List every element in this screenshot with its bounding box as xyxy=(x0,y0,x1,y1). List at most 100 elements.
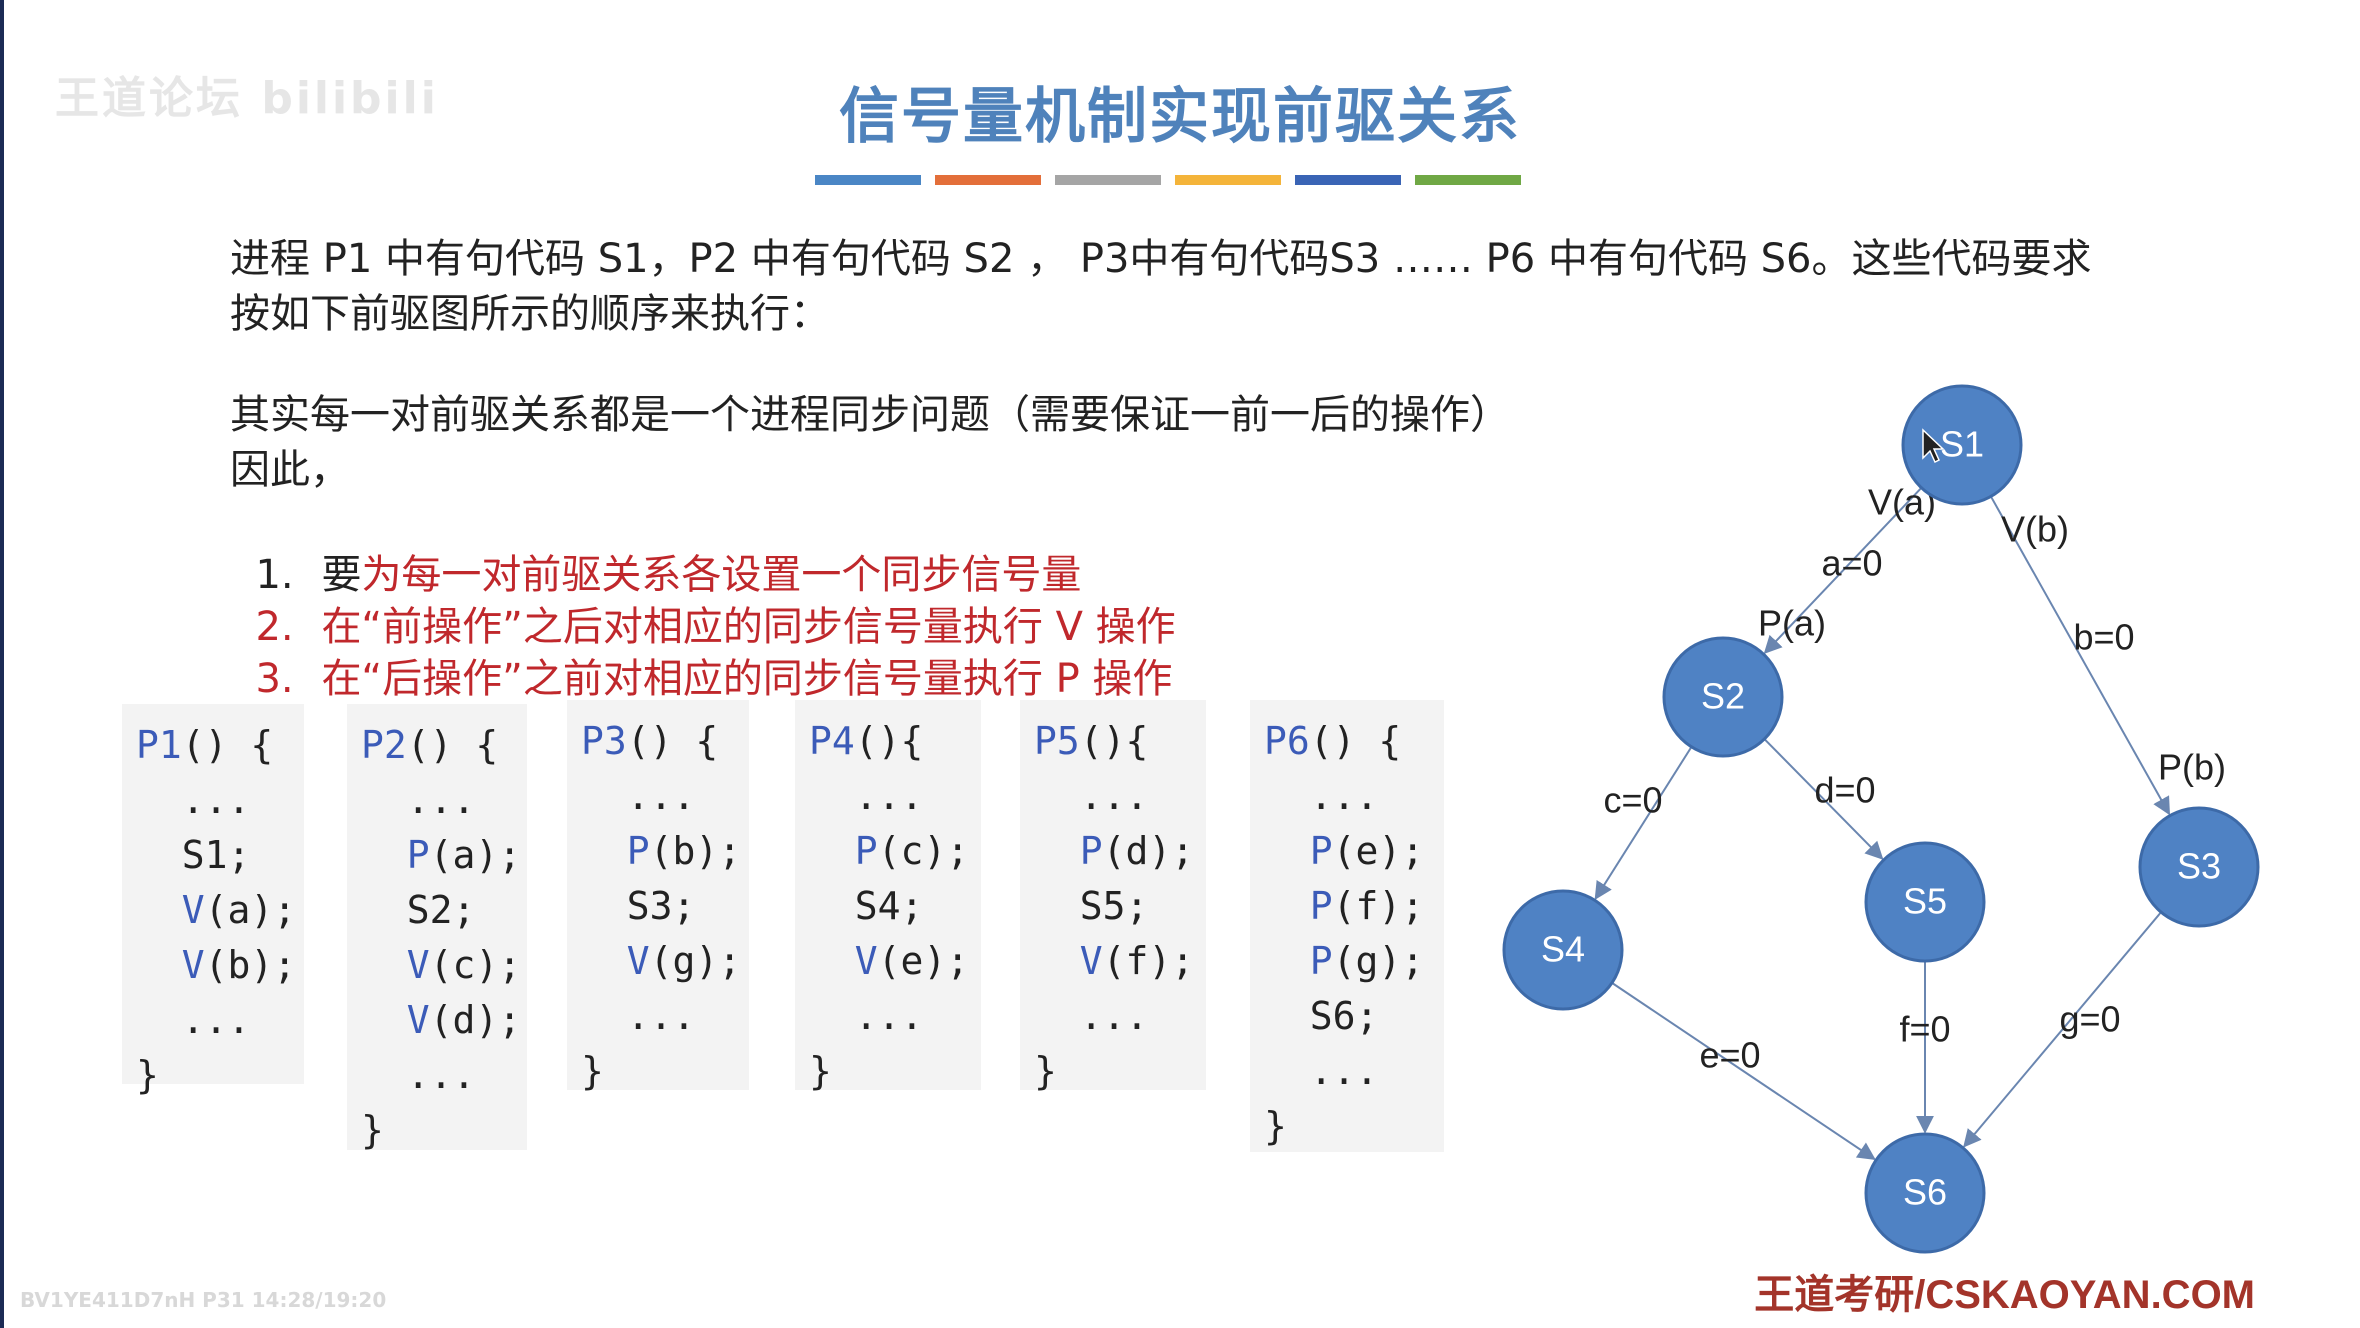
edge-label: a=0 xyxy=(1821,543,1882,584)
code-line: P(d); xyxy=(1034,824,1206,879)
code-line: S3; xyxy=(581,879,749,934)
code-line: ... xyxy=(581,989,749,1044)
rule-2-text: 在“前操作”之后对相应的同步信号量执行 V 操作 xyxy=(321,604,1176,650)
code-line: S6; xyxy=(1264,989,1444,1044)
code-block-p2: P2() { ... P(a); S2; V(c); V(d); ...} xyxy=(347,704,527,1152)
code-line: V(b); xyxy=(136,938,304,993)
code-line: P6() { xyxy=(1264,714,1444,769)
rule-3: 3. 在“后操作”之前对相应的同步信号量执行 P 操作 xyxy=(230,601,1172,705)
code-text: (g); xyxy=(649,939,742,983)
code-keyword: P xyxy=(809,829,878,873)
code-block-p4: P4(){ ... P(c); S4; V(e); ...} xyxy=(795,700,981,1093)
code-text: } xyxy=(809,1049,832,1093)
title-color-bar-4 xyxy=(1175,175,1281,185)
title-color-bar-5 xyxy=(1295,175,1401,185)
code-text: S5; xyxy=(1034,884,1149,928)
code-line: } xyxy=(581,1044,749,1099)
code-text: (b); xyxy=(204,943,297,987)
code-text: (a); xyxy=(204,888,297,932)
code-text: S4; xyxy=(809,884,924,928)
edge-s2-s5 xyxy=(1763,738,1884,860)
code-keyword: P xyxy=(1264,829,1333,873)
code-line: } xyxy=(809,1044,981,1099)
code-text: (b); xyxy=(649,829,742,873)
code-keyword: P1 xyxy=(136,723,182,767)
code-keyword: P xyxy=(361,833,430,877)
code-line: P2() { xyxy=(361,718,527,773)
code-keyword: P xyxy=(1264,884,1333,928)
code-line: ... xyxy=(809,989,981,1044)
code-text: () { xyxy=(626,719,719,763)
code-line: V(d); xyxy=(361,993,527,1048)
edge-label: c=0 xyxy=(1603,780,1662,821)
node-label: S3 xyxy=(2177,846,2221,887)
code-text: (){ xyxy=(1079,719,1149,763)
node-s3: S3 xyxy=(2138,806,2260,928)
rule-1-prefix: 要 xyxy=(321,552,362,598)
code-text: (d); xyxy=(429,998,522,1042)
explain-line-2: 因此， xyxy=(230,447,350,493)
node-label: S2 xyxy=(1701,676,1745,717)
code-line: ... xyxy=(1264,769,1444,824)
code-text: ... xyxy=(361,1053,476,1097)
code-text: (g); xyxy=(1332,939,1425,983)
mouse-cursor-icon xyxy=(1922,428,1945,464)
code-text: ... xyxy=(809,774,924,818)
code-keyword: P3 xyxy=(581,719,627,763)
edge-label: f=0 xyxy=(1899,1009,1950,1050)
code-text: () { xyxy=(406,723,499,767)
code-keyword: P5 xyxy=(1034,719,1080,763)
edge-label: e=0 xyxy=(1699,1035,1760,1076)
code-text: ... xyxy=(581,774,696,818)
rule-2: 2.在“前操作”之后对相应的同步信号量执行 V 操作 xyxy=(230,549,1176,653)
video-info: BV1YE411D7nH P31 14:28/19:20 xyxy=(20,1288,387,1312)
code-text: () { xyxy=(1309,719,1402,763)
code-block-p3: P3() { ... P(b); S3; V(g); ...} xyxy=(567,700,749,1093)
footer-brand: 王道考研/CSKAOYAN.COM xyxy=(1754,1273,2255,1317)
code-block-p6: P6() { ... P(e); P(f); P(g); S6; ...} xyxy=(1250,700,1444,1152)
code-text: ... xyxy=(1034,994,1149,1038)
code-line: ... xyxy=(361,1048,527,1103)
left-border xyxy=(0,0,4,1328)
edge-label: V(b) xyxy=(2001,509,2069,550)
code-line: S5; xyxy=(1034,879,1206,934)
code-block-p5: P5(){ ... P(d); S5; V(f); ...} xyxy=(1020,700,1206,1093)
rule-3-number: 3. xyxy=(255,656,294,702)
code-keyword: P xyxy=(1264,939,1333,983)
edge-s1-s2 xyxy=(1763,487,1923,655)
code-line: P(b); xyxy=(581,824,749,879)
code-text: S3; xyxy=(581,884,696,928)
node-circle xyxy=(1864,1132,1986,1254)
node-circle xyxy=(2138,806,2260,928)
code-line: P(f); xyxy=(1264,879,1444,934)
code-line: P5(){ xyxy=(1034,714,1206,769)
code-keyword: P4 xyxy=(809,719,855,763)
code-text: (f); xyxy=(1102,939,1195,983)
code-text: ... xyxy=(809,994,924,1038)
code-line: P(c); xyxy=(809,824,981,879)
code-text: (c); xyxy=(429,943,522,987)
node-s2: S2 xyxy=(1662,636,1784,758)
code-keyword: V xyxy=(361,998,430,1042)
code-line: } xyxy=(1264,1099,1444,1154)
code-text: (e); xyxy=(1332,829,1425,873)
rule-1: 1.要为每一对前驱关系各设置一个同步信号量 xyxy=(230,497,1081,601)
code-line: ... xyxy=(1264,1044,1444,1099)
code-keyword: V xyxy=(581,939,650,983)
code-line: S4; xyxy=(809,879,981,934)
code-keyword: P xyxy=(581,829,650,873)
code-text: ... xyxy=(581,994,696,1038)
code-text: () { xyxy=(181,723,274,767)
intro-line-1: 进程 P1 中有句代码 S1，P2 中有句代码 S2 ， P3中有句代码S3 …… xyxy=(230,236,2092,282)
title-color-bar-6 xyxy=(1415,175,1521,185)
title-color-bar-3 xyxy=(1055,175,1161,185)
code-block-p1: P1() { ... S1; V(a); V(b); ...} xyxy=(122,704,304,1097)
code-line: P(e); xyxy=(1264,824,1444,879)
explain-line-1: 其实每一对前驱关系都是一个进程同步问题（需要保证一前一后的操作） xyxy=(230,392,1510,438)
node-circle xyxy=(1864,841,1986,963)
code-line: P4(){ xyxy=(809,714,981,769)
node-s1: S1 xyxy=(1901,384,2023,506)
code-text: ... xyxy=(1264,1049,1379,1093)
rule-3-text: 在“后操作”之前对相应的同步信号量执行 P 操作 xyxy=(321,656,1173,702)
node-label: S5 xyxy=(1903,881,1947,922)
